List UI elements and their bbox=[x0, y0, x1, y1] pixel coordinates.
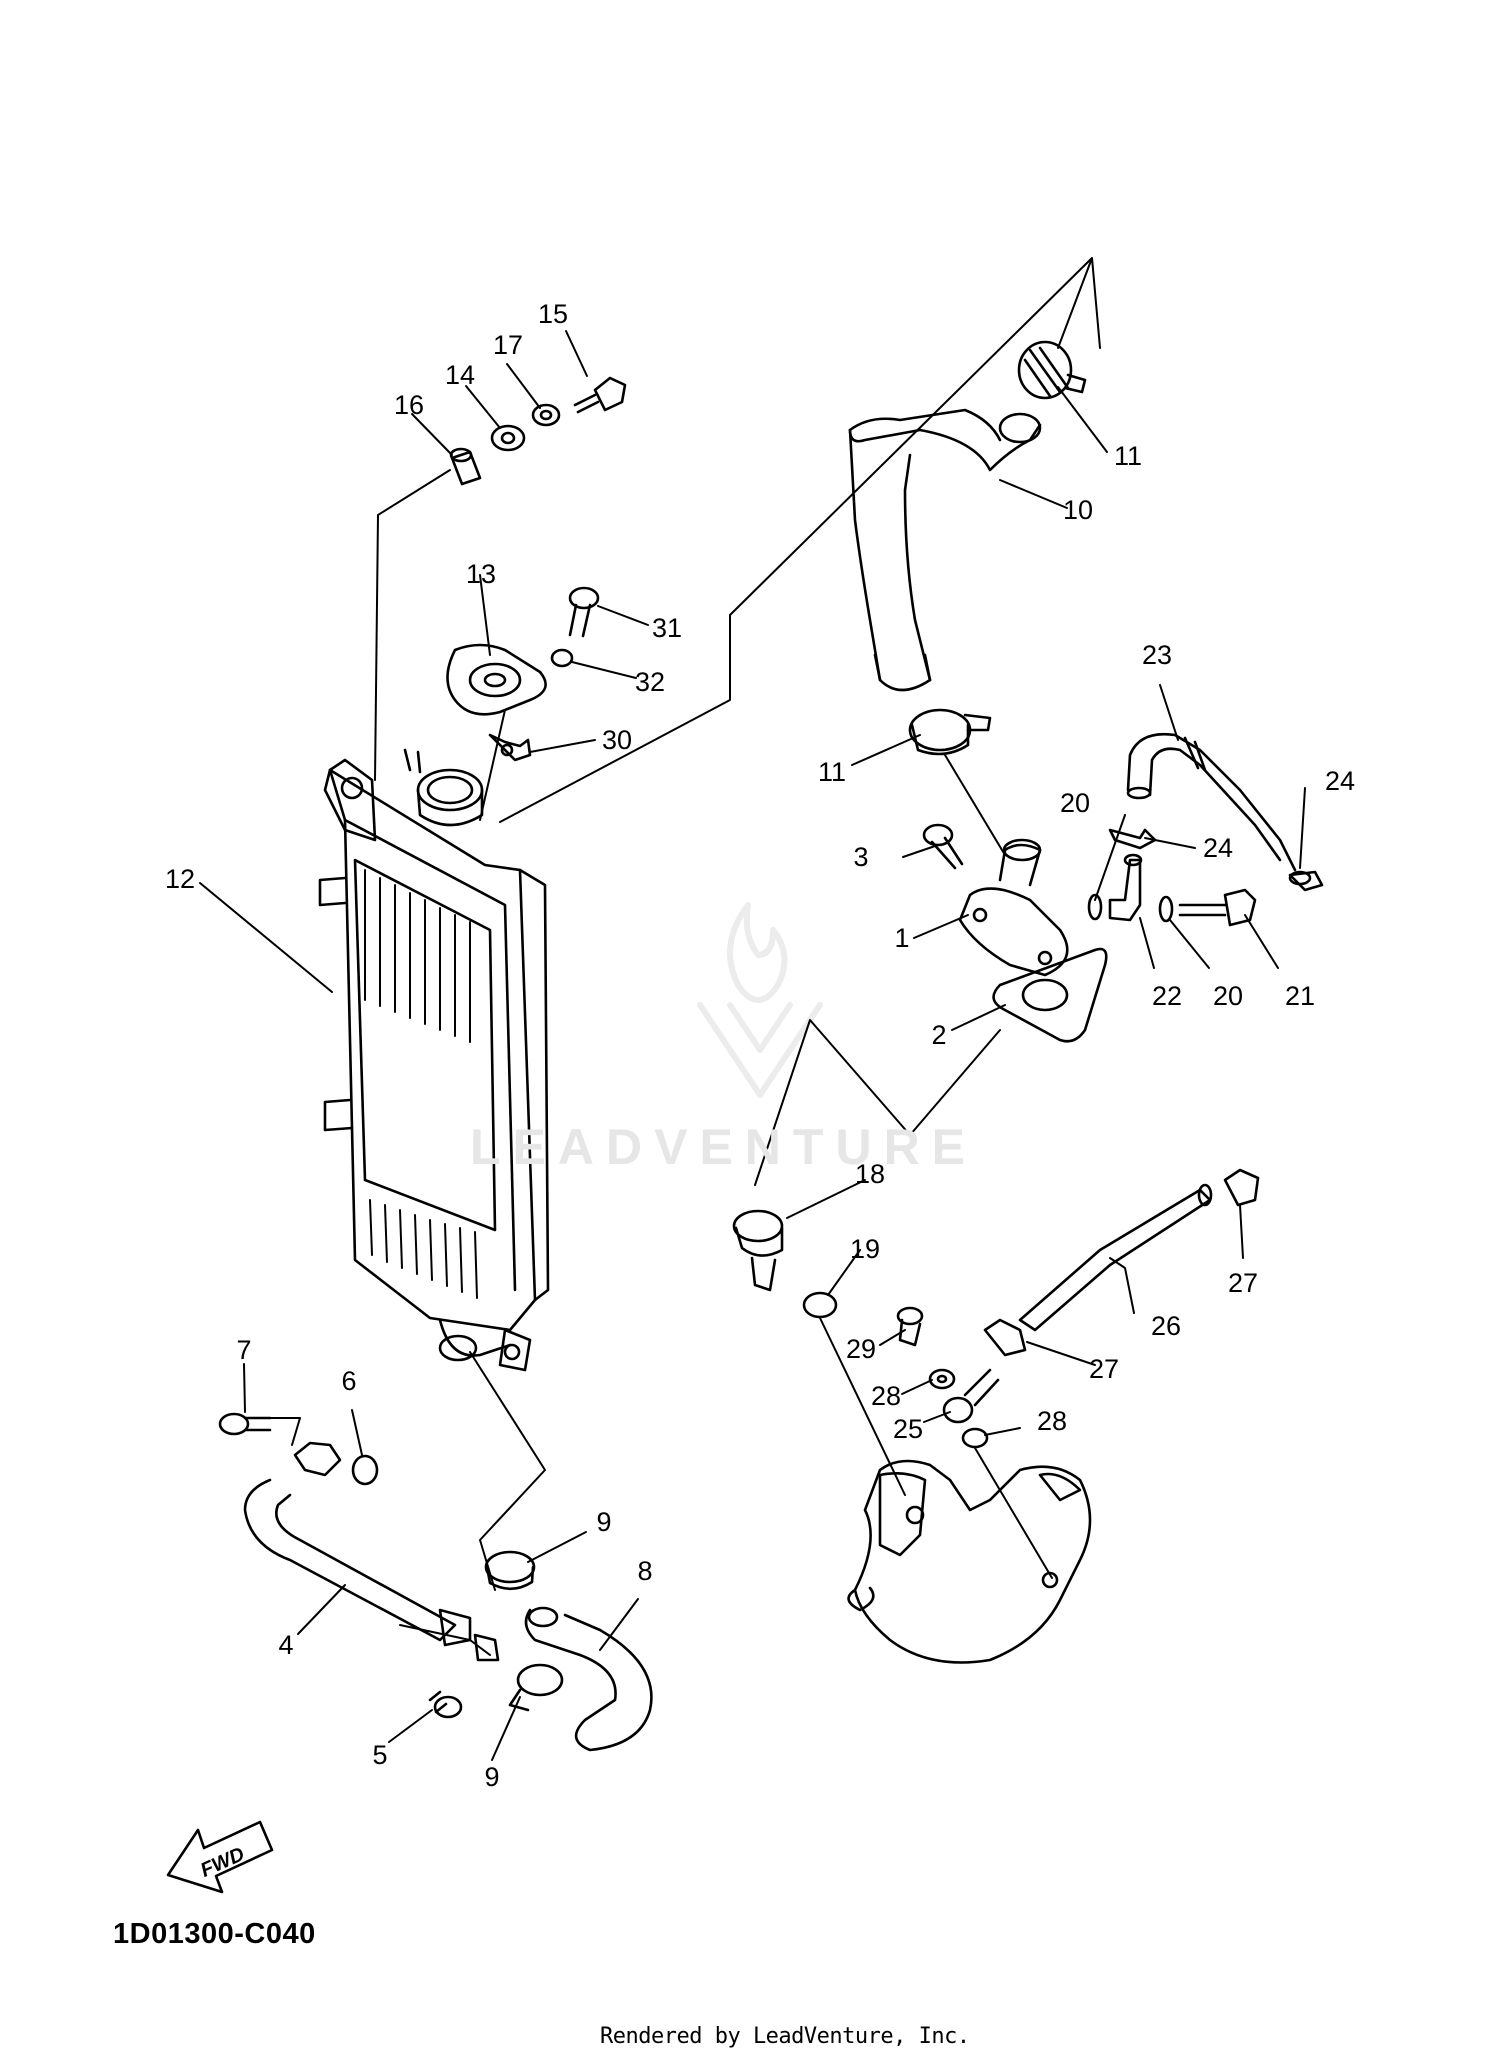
footer-credit: Rendered by LeadVenture, Inc. bbox=[600, 2024, 970, 2049]
clamp-30 bbox=[488, 733, 532, 762]
callout-11-top: 11 bbox=[1114, 441, 1142, 471]
callout-9-top: 9 bbox=[596, 1507, 611, 1537]
leader-lines bbox=[199, 330, 1306, 1761]
clip-24-b bbox=[1288, 870, 1324, 892]
callout-16: 16 bbox=[394, 390, 424, 420]
watermark-logo bbox=[697, 902, 823, 1098]
callout-26: 26 bbox=[1151, 1311, 1181, 1341]
callout-31: 31 bbox=[652, 613, 682, 643]
callout-17: 17 bbox=[493, 330, 523, 360]
washer-28-a bbox=[928, 1368, 956, 1390]
washer-20 bbox=[1087, 893, 1174, 923]
thermostat-18 bbox=[732, 1209, 784, 1292]
hose-clamp-9-top bbox=[484, 1550, 536, 1591]
fwd-arrow-icon: FWD bbox=[166, 1820, 274, 1894]
hose-clamp-11-mid bbox=[908, 708, 992, 756]
gasket-2 bbox=[992, 947, 1108, 1043]
bolt-5 bbox=[428, 1690, 463, 1719]
callout-30: 30 bbox=[602, 725, 632, 755]
callout-1: 1 bbox=[894, 923, 909, 953]
hose-clamp-11-top bbox=[1017, 340, 1087, 400]
watermark-text: LEADVENTURE bbox=[470, 1119, 978, 1175]
callout-2: 2 bbox=[931, 1020, 946, 1050]
callout-11-mid: 11 bbox=[818, 757, 846, 787]
thermostat-cover-1 bbox=[958, 838, 1069, 977]
callout-32: 32 bbox=[635, 667, 665, 697]
callout-15: 15 bbox=[538, 299, 568, 329]
callout-6: 6 bbox=[341, 1366, 356, 1396]
callout-12: 12 bbox=[165, 864, 195, 894]
radiator-hose-8 bbox=[524, 1606, 653, 1752]
radiator-hose-10 bbox=[848, 408, 1042, 692]
callout-8: 8 bbox=[637, 1556, 652, 1586]
callout-20-a: 20 bbox=[1060, 788, 1090, 818]
connection-lines bbox=[267, 257, 1101, 1656]
bolt-3 bbox=[922, 823, 964, 870]
clip-27-a bbox=[983, 1318, 1027, 1357]
collar-16 bbox=[449, 447, 482, 486]
callout-3: 3 bbox=[853, 842, 868, 872]
bolt-29 bbox=[896, 1306, 924, 1347]
callout-27-b: 27 bbox=[1228, 1268, 1258, 1298]
callout-13: 13 bbox=[466, 559, 496, 589]
water-pump-housing bbox=[847, 1459, 1092, 1664]
clip-27-b bbox=[1223, 1168, 1260, 1207]
union-bolt-25 bbox=[942, 1368, 1000, 1424]
washer-17 bbox=[531, 403, 561, 427]
washer-32 bbox=[550, 648, 574, 668]
callout-14: 14 bbox=[445, 360, 475, 390]
bolt-15 bbox=[573, 376, 627, 414]
union-bolt-22 bbox=[1108, 853, 1143, 922]
grommet-14 bbox=[490, 424, 526, 452]
o-ring-19 bbox=[802, 1291, 838, 1319]
o-ring-6 bbox=[351, 1454, 379, 1486]
bolt-21 bbox=[1178, 888, 1257, 927]
radiator-cap-13 bbox=[446, 643, 547, 716]
callout-20-b: 20 bbox=[1213, 981, 1243, 1011]
callout-21: 21 bbox=[1285, 981, 1315, 1011]
screw-31 bbox=[568, 586, 600, 638]
callout-4: 4 bbox=[278, 1630, 293, 1660]
callout-24-a: 24 bbox=[1203, 833, 1233, 863]
callout-27-a: 27 bbox=[1089, 1354, 1119, 1384]
radiator bbox=[318, 748, 550, 1372]
callout-19: 19 bbox=[850, 1234, 880, 1264]
hose-clamp-9-bottom bbox=[508, 1663, 564, 1712]
breather-hose-23 bbox=[1126, 732, 1297, 872]
callout-28-b: 28 bbox=[1037, 1406, 1067, 1436]
water-pipe-4 bbox=[243, 1441, 500, 1662]
callout-7: 7 bbox=[236, 1335, 251, 1365]
callout-29: 29 bbox=[846, 1334, 876, 1364]
callout-labels: 1 2 3 4 5 6 7 8 9 9 10 11 11 12 13 14 15… bbox=[165, 299, 1355, 1792]
hose-26 bbox=[1018, 1183, 1213, 1332]
callout-10: 10 bbox=[1063, 495, 1093, 525]
washer-28-b bbox=[961, 1427, 989, 1449]
bolt-7 bbox=[218, 1412, 272, 1436]
callout-25: 25 bbox=[893, 1414, 923, 1444]
callout-22: 22 bbox=[1152, 981, 1182, 1011]
callout-9-bottom: 9 bbox=[484, 1762, 499, 1792]
callout-24-b: 24 bbox=[1325, 766, 1355, 796]
callout-18: 18 bbox=[855, 1159, 885, 1189]
callout-23: 23 bbox=[1142, 640, 1172, 670]
callout-5: 5 bbox=[372, 1740, 387, 1770]
callout-28-a: 28 bbox=[871, 1381, 901, 1411]
drawing-code: 1D01300-C040 bbox=[113, 1918, 316, 1950]
